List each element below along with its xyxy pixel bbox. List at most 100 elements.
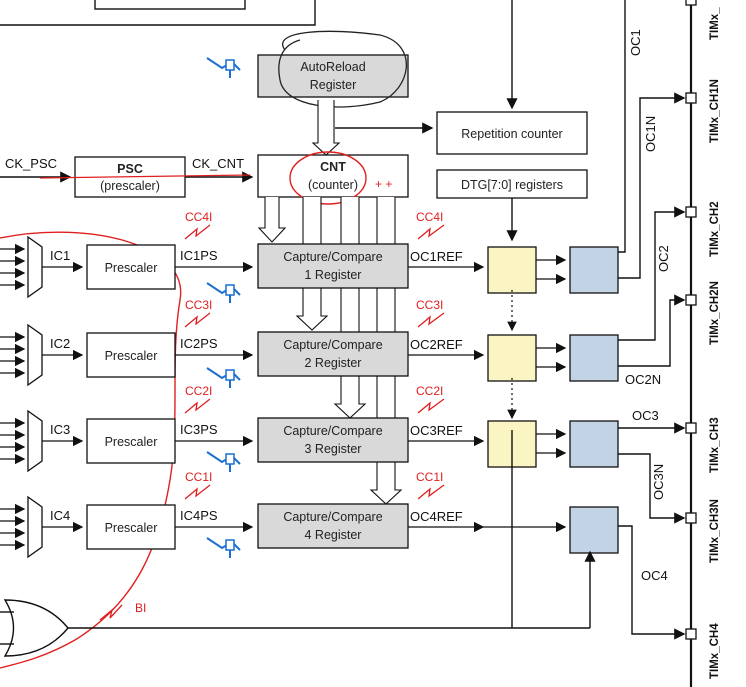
blue-tool-icon (206, 282, 241, 303)
left-irq-2: CC3I (185, 298, 212, 312)
deadtime-block-2 (487, 334, 537, 382)
ps-label-1: IC1PS (180, 248, 218, 263)
cc-register-2 (257, 331, 409, 377)
blue-tool-icon (206, 367, 241, 388)
ck-cnt-label: CK_CNT (192, 156, 244, 171)
blue-tool-icon (206, 537, 241, 558)
pin-label-7: TIMx_CH4 (709, 623, 721, 679)
top-left-wire (0, 0, 316, 26)
left-irq-4: CC1I (185, 470, 212, 484)
cc-register-4 (257, 503, 409, 549)
repetition-counter-box (436, 111, 588, 155)
pin-square-4 (685, 294, 697, 306)
pin-square-7 (685, 628, 697, 640)
oc2-label: OC2 (656, 245, 671, 272)
ic-label-4: IC4 (50, 508, 70, 523)
output-control-4 (569, 506, 619, 554)
pin-square-1 (685, 0, 697, 6)
psc-title: PSC (117, 162, 143, 176)
cnt-box (257, 154, 409, 198)
pin-label-5: TIMx_CH3 (709, 417, 721, 473)
oc4-label: OC4 (641, 568, 668, 583)
pin-label-2: TIMx_CH1N (709, 79, 721, 143)
left-irq-1: CC4I (185, 210, 212, 224)
output-control-1 (569, 246, 619, 294)
cnt-title: CNT (320, 160, 346, 174)
ps-label-4: IC4PS (180, 508, 218, 523)
ps-label-2: IC2PS (180, 336, 218, 351)
right-irq-4: CC1I (416, 470, 443, 484)
input-mux-1 (27, 235, 43, 299)
annotation-circle-autoreload (278, 30, 408, 108)
right-irq-2: CC3I (416, 298, 443, 312)
psc-subtitle: (prescaler) (100, 179, 160, 193)
ic-label-1: IC1 (50, 248, 70, 263)
blue-tool-icon (206, 57, 241, 78)
pin-label-1: TIMx_ (709, 7, 721, 40)
prescaler-label-4: Prescaler (105, 521, 158, 535)
ic-label-3: IC3 (50, 422, 70, 437)
autoreload-line1: AutoReload (300, 60, 365, 74)
oc1-label: OC1 (628, 29, 643, 56)
ref-label-2: OC2REF (410, 337, 463, 352)
prescaler-box-3 (86, 418, 176, 464)
cc-register-line2-2: 2 Register (305, 356, 362, 370)
cc-register-line1-1: Capture/Compare (283, 250, 382, 264)
annotation-marks: + + (375, 177, 392, 191)
blue-tool-icon (206, 451, 241, 472)
pin-square-5 (685, 422, 697, 434)
ref-label-1: OC1REF (410, 249, 463, 264)
pin-label-6: TIMx_CH3N (709, 499, 721, 563)
pin-square-2 (685, 92, 697, 104)
right-irq-3: CC2I (416, 384, 443, 398)
cc-register-line1-2: Capture/Compare (283, 338, 382, 352)
autoreload-line2: Register (310, 78, 357, 92)
deadtime-block-1 (487, 246, 537, 294)
autoreload-register (257, 54, 409, 98)
ref-label-3: OC3REF (410, 423, 463, 438)
prescaler-box-1 (86, 244, 176, 290)
oc1n-label: OC1N (643, 116, 658, 152)
annotation-circle-cnt (289, 151, 367, 205)
dtg-registers-box (436, 169, 588, 199)
cc-register-line2-1: 1 Register (305, 268, 362, 282)
top-partial-box (94, 0, 246, 10)
pin-label-4: TIMx_CH2N (709, 281, 721, 345)
prescaler-label-3: Prescaler (105, 435, 158, 449)
cnt-subtitle: (counter) (308, 178, 358, 192)
cc-register-line1-4: Capture/Compare (283, 510, 382, 524)
ic-label-2: IC2 (50, 336, 70, 351)
oc3n-label: OC3N (651, 464, 666, 500)
cc-register-line2-4: 4 Register (305, 528, 362, 542)
repetition-counter-label: Repetition counter (461, 127, 562, 141)
prescaler-box-4 (86, 504, 176, 550)
break-input-gate (3, 599, 69, 657)
bi-label: BI (135, 601, 146, 615)
ck-psc-label: CK_PSC (5, 156, 57, 171)
cc-register-line2-3: 3 Register (305, 442, 362, 456)
oc3-label: OC3 (632, 408, 659, 423)
input-mux-3 (27, 409, 43, 473)
left-irq-3: CC2I (185, 384, 212, 398)
prescaler-label-2: Prescaler (105, 349, 158, 363)
input-mux-2 (27, 323, 43, 387)
output-control-2 (569, 334, 619, 382)
cc-register-3 (257, 417, 409, 463)
dtg-registers-label: DTG[7:0] registers (461, 178, 563, 192)
right-irq-1: CC4I (416, 210, 443, 224)
pin-square-3 (685, 206, 697, 218)
pin-square-6 (685, 512, 697, 524)
ps-label-3: IC3PS (180, 422, 218, 437)
cc-register-1 (257, 243, 409, 289)
prescaler-box-2 (86, 332, 176, 378)
input-mux-4 (27, 495, 43, 559)
output-control-3 (569, 420, 619, 468)
cc-register-line1-3: Capture/Compare (283, 424, 382, 438)
pin-label-3: TIMx_CH2 (709, 201, 721, 257)
